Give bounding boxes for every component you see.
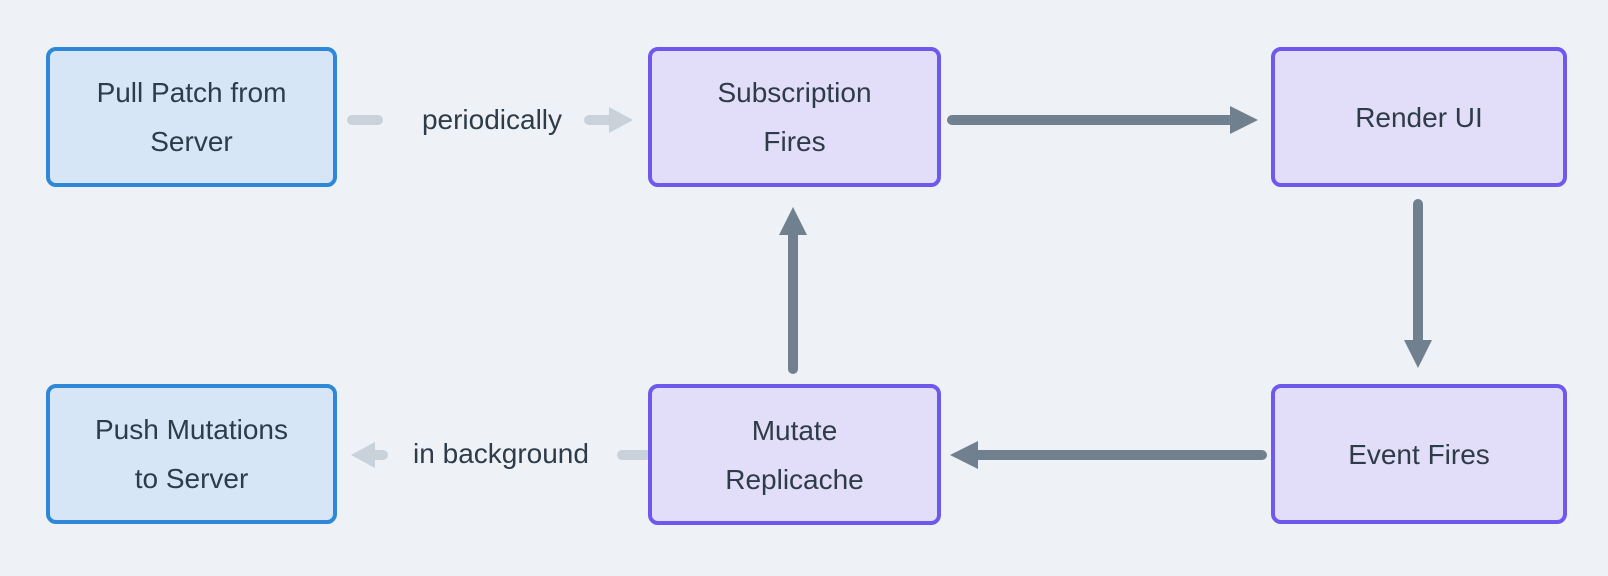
node-render-ui-label: Render UI	[1355, 101, 1483, 133]
node-subscription-fires: Subscription Fires	[648, 47, 941, 187]
arrow-event-to-mutate	[950, 441, 1267, 469]
node-render-ui: Render UI	[1271, 47, 1567, 187]
edge-label-in-background: in background	[413, 438, 589, 469]
node-pull-patch-from-server: Pull Patch from Server	[46, 47, 337, 187]
edge-label-periodically: periodically	[421, 104, 563, 135]
arrow-mutate-to-subscription	[779, 207, 807, 374]
node-event-fires-label: Event Fires	[1348, 438, 1490, 470]
node-subscription-fires-label: Subscription Fires	[717, 77, 872, 157]
arrow-render-to-event	[1404, 199, 1432, 368]
arrow-subscription-to-render	[947, 106, 1258, 134]
node-event-fires: Event Fires	[1271, 384, 1567, 524]
node-mutate-replicache-label: Mutate Replicache	[725, 414, 864, 495]
node-push-mutations-label: Push Mutations to Server	[95, 414, 288, 494]
node-pull-patch-label: Pull Patch from Server	[96, 77, 287, 157]
node-mutate-replicache: Mutate Replicache	[648, 384, 941, 525]
node-push-mutations-to-server: Push Mutations to Server	[46, 384, 337, 524]
